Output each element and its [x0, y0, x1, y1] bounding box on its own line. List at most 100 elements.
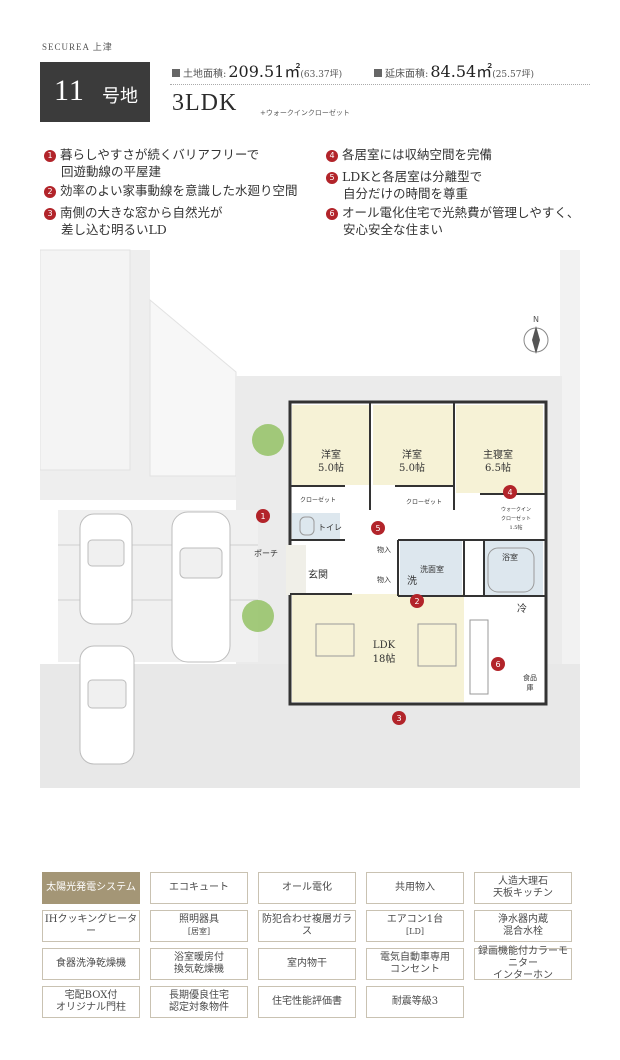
feature-tag-label: エコキュート — [169, 882, 229, 893]
brand-name: SECUREA 上津 — [42, 42, 113, 52]
feature-tag-label: 防犯合わせ複層ガラス — [262, 914, 352, 937]
feature-text: 効率のよい家事動線を意識した水廻り空間 — [60, 183, 298, 198]
room-label: 食品 — [523, 673, 537, 682]
layout-type: 3LDK — [172, 90, 238, 116]
feature-text: 各居室には収納空間を完備 — [342, 147, 493, 162]
marker-number: 1 — [44, 150, 56, 162]
walls — [290, 402, 546, 597]
feature-tag: 照明器具[居室] — [150, 910, 248, 942]
room-label: 浴室 — [502, 552, 518, 562]
floor-area-value: 84.54㎡ — [430, 62, 493, 81]
floor-plan: 洋室 5.0帖 洋室 5.0帖 主寝室 6.5帖 LDK 18帖 洗面室 洗 浴… — [40, 246, 580, 802]
land-area: 土地面積:209.51㎡(63.37坪) — [172, 58, 342, 82]
feature-tag-sub: [居室] — [187, 927, 211, 936]
feature-tag-label: 人造大理石 — [498, 876, 548, 887]
room-label: 洋室 — [402, 448, 422, 461]
room-size: 6.5帖 — [485, 461, 511, 474]
feature-text: 差し込む明るいLD — [61, 222, 167, 237]
square-icon — [172, 69, 180, 77]
feature-text: LDKと各居室は分離型で — [342, 169, 483, 184]
marker-number: 5 — [326, 172, 338, 184]
feature-tag-label: 長期優良住宅 — [169, 990, 229, 1001]
room-label: 玄関 — [308, 568, 328, 581]
room-size: 18帖 — [373, 652, 396, 665]
feature-text: 南側の大きな窓から自然光が — [60, 205, 223, 220]
feature-text: 自分だけの時間を尊重 — [343, 186, 469, 201]
marker-2: 2 — [414, 597, 419, 606]
feature-tag: 浄水器内蔵混合水栓 — [474, 910, 572, 942]
floor-area: 延床面積:84.54㎡(25.57坪) — [374, 58, 534, 82]
svg-text:N: N — [533, 315, 539, 324]
room-label: クローゼット — [406, 498, 442, 506]
divider — [170, 84, 590, 85]
feature-tag-sub: インターホン — [493, 970, 553, 981]
room-label: 庫 — [527, 683, 534, 692]
feature-tag-sub: オリジナル門柱 — [56, 1002, 126, 1013]
feature-tag-label: 耐震等級3 — [391, 996, 439, 1007]
room-label: ポーチ — [254, 549, 278, 558]
feature-text: 暮らしやすさが続くバリアフリーで — [60, 147, 260, 162]
marker-3: 3 — [396, 714, 401, 723]
feature-tag: エアコン1台 [LD] — [366, 910, 464, 942]
compass-icon: N — [523, 315, 549, 354]
feature-tag: IHクッキングヒーター — [42, 910, 140, 942]
neighbor-lot-right — [560, 250, 580, 710]
feature-tag-label: 宅配BOX付 — [64, 990, 118, 1001]
feature-tag-sub: 換気乾燥機 — [174, 964, 224, 975]
marker-1: 1 — [260, 512, 265, 521]
feature-tag-sub: [LD] — [406, 927, 424, 936]
feature-text: 回遊動線の平屋建 — [61, 164, 162, 179]
car-icon — [79, 511, 231, 765]
feature-tag: 共用物入 — [366, 872, 464, 904]
feature-tag: 浴室暖房付換気乾燥機 — [150, 948, 248, 980]
feature-text: オール電化住宅で光熱費が管理しやすく、 — [342, 205, 580, 220]
room-label: トイレ — [318, 523, 342, 532]
feature-tag: 宅配BOX付オリジナル門柱 — [42, 986, 140, 1018]
lot-suffix: 号地 — [102, 86, 138, 107]
room-label: 物入 — [377, 545, 391, 554]
room-label: 洋室 — [321, 448, 341, 461]
feature-tag: オール電化 — [258, 872, 356, 904]
furniture — [299, 516, 535, 695]
floor-area-label: 延床面積: — [385, 69, 429, 80]
marker-number: 2 — [44, 186, 56, 198]
feature-tag: 録画機能付カラーモニターインターホン — [474, 946, 572, 981]
room-label: 1.5帖 — [510, 524, 523, 531]
feature-tag-label: オール電化 — [282, 882, 332, 893]
room-label: 洗面室 — [420, 564, 444, 574]
room-label: LDK — [373, 640, 396, 651]
lot-number: 11 — [54, 74, 85, 107]
marker-5: 5 — [375, 524, 380, 533]
feature-tag-label: 録画機能付カラーモニター — [478, 946, 568, 969]
feature-tag: 長期優良住宅認定対象物件 — [150, 986, 248, 1018]
marker-number: 6 — [326, 208, 338, 220]
feature-tag-sub: 混合水栓 — [503, 926, 543, 937]
marker-number: 4 — [326, 150, 338, 162]
room-size: 5.0帖 — [399, 461, 425, 474]
feature-tag-label: IHクッキングヒーター — [44, 914, 138, 937]
room-label: 物入 — [377, 575, 391, 584]
feature-tag-label: 室内物干 — [287, 958, 327, 969]
feature-tag: 太陽光発電システム — [42, 872, 140, 904]
floor-area-tsubo: (25.57坪) — [492, 70, 534, 80]
room-size: 5.0帖 — [318, 461, 344, 474]
feature-item-5: 5 LDKと各居室は分離型で 自分だけの時間を尊重 — [326, 168, 606, 202]
layout-sub: +ウォークインクローゼット — [260, 109, 350, 117]
land-area-value: 209.51㎡ — [228, 62, 301, 81]
plan-markers: 1 2 3 4 5 6 — [256, 485, 517, 725]
land-area-tsubo: (63.37坪) — [300, 70, 343, 80]
feature-tag-label: エアコン1台 — [386, 914, 444, 925]
room-label: 洗 — [407, 575, 417, 587]
feature-tag-label: 浄水器内蔵 — [498, 914, 548, 925]
tree-icon — [242, 424, 284, 632]
neighbor-building — [40, 249, 131, 471]
room-label: クローゼット — [300, 496, 336, 504]
feature-item-2: 2 効率のよい家事動線を意識した水廻り空間 — [44, 182, 324, 199]
feature-tag: エコキュート — [150, 872, 248, 904]
feature-tag-label: 浴室暖房付 — [174, 952, 224, 963]
feature-tag-sub: 認定対象物件 — [169, 1002, 229, 1013]
feature-tag-label: 太陽光発電システム — [46, 882, 136, 893]
feature-tag-label: 共用物入 — [395, 882, 435, 893]
